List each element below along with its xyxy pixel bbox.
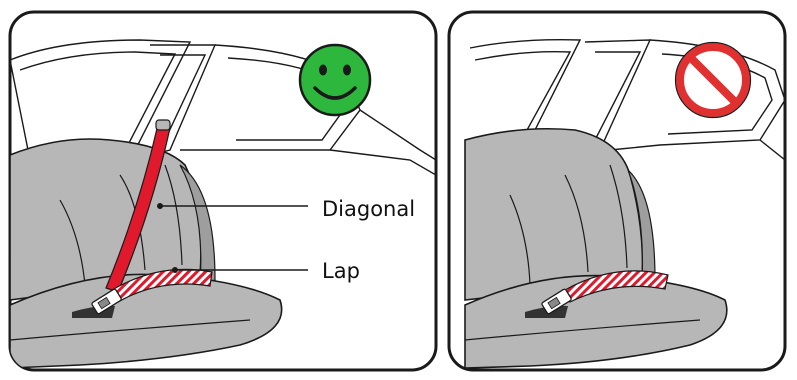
lap-belt-label: Lap xyxy=(322,261,360,282)
prohibited-icon xyxy=(676,43,751,118)
smiley-face-icon xyxy=(300,45,370,115)
diagonal-belt-label: Diagonal xyxy=(322,199,415,220)
